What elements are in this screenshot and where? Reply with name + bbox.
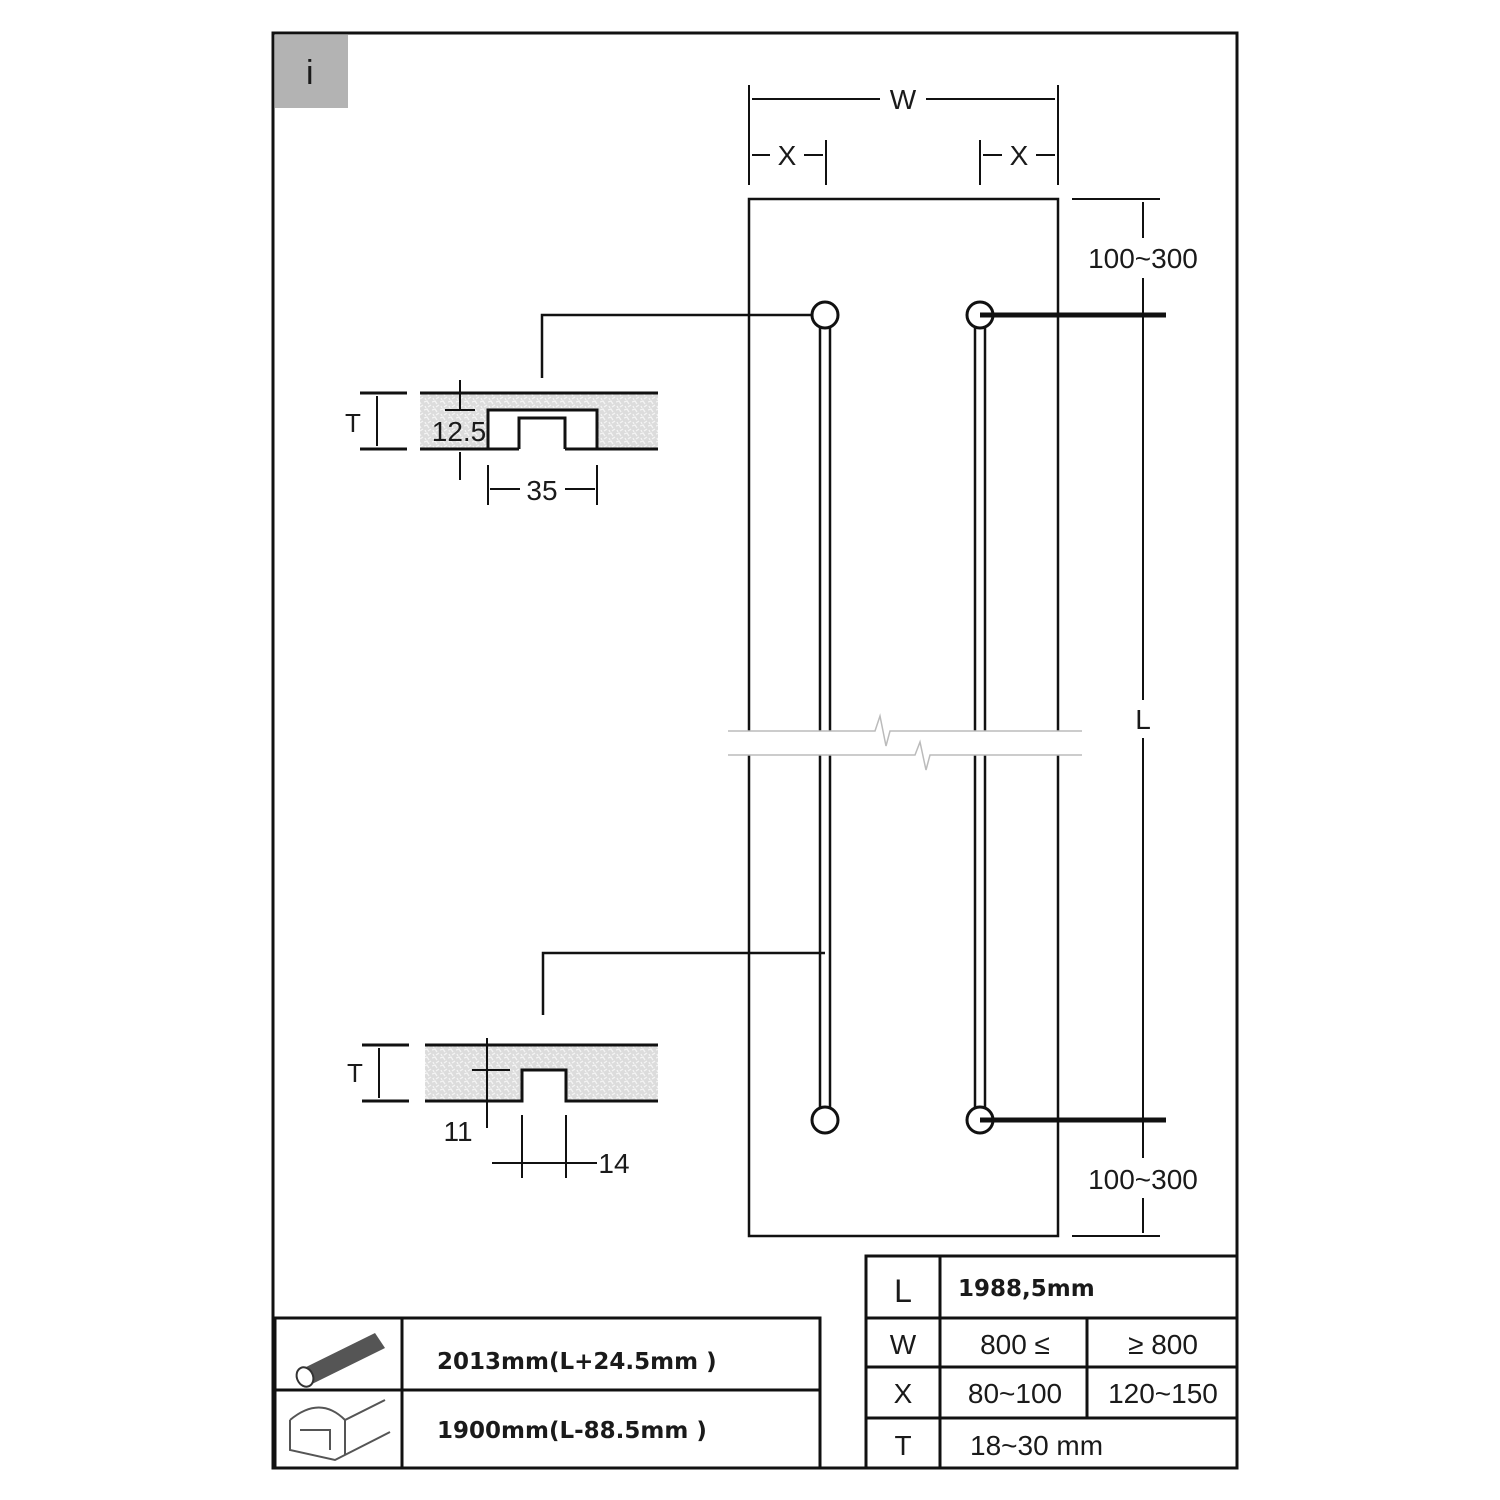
spec-W-value-1: 800 ≤ — [980, 1329, 1050, 1360]
spec-table — [864, 1254, 1239, 1470]
spec-X-label: X — [894, 1378, 913, 1409]
x-left-label: X — [778, 140, 797, 171]
parts-row-1-value: 2013mm(L+24.5mm ) — [437, 1349, 717, 1375]
section-bottom-depth: 11 — [443, 1116, 472, 1147]
spec-L-value: 1988,5mm — [958, 1276, 1095, 1302]
section-bottom: T 11 14 — [347, 1038, 658, 1179]
parts-row-2-value: 1900mm(L-88.5mm ) — [437, 1418, 707, 1444]
section-top: T 12.5 35 — [345, 380, 658, 506]
spec-X-value-2: 120~150 — [1108, 1378, 1218, 1409]
info-badge-label: i — [306, 54, 314, 92]
parts-table — [273, 1316, 822, 1470]
break-line — [728, 713, 1082, 771]
door-panel — [747, 197, 1060, 1238]
width-dimension — [748, 85, 1059, 185]
section-bottom-thickness: T — [347, 1058, 363, 1088]
spec-W-label: W — [890, 1329, 917, 1360]
top-offset-label: 100~300 — [1088, 243, 1198, 274]
spec-W-value-2: ≥ 800 — [1128, 1329, 1198, 1360]
length-label: L — [1135, 704, 1151, 735]
aluminium-profile-icon — [289, 1399, 391, 1462]
threaded-rod-icon — [295, 1333, 385, 1388]
section-bottom-width: 14 — [598, 1148, 629, 1179]
spec-T-value: 18~30 mm — [970, 1430, 1103, 1461]
spec-X-value-1: 80~100 — [968, 1378, 1062, 1409]
section-top-thickness: T — [345, 408, 361, 438]
bottom-offset-label: 100~300 — [1088, 1164, 1198, 1195]
info-badge — [275, 35, 348, 108]
leader-bottom — [541, 951, 825, 1015]
rod-left — [810, 300, 840, 1135]
section-top-depth: 12.5 — [432, 416, 487, 447]
spec-T-label: T — [894, 1430, 911, 1461]
width-label: W — [890, 84, 917, 115]
length-dimension — [1072, 198, 1160, 1237]
leader-top — [540, 313, 812, 378]
rod-right — [965, 300, 1166, 1135]
section-top-width: 35 — [526, 475, 557, 506]
x-right-label: X — [1010, 140, 1029, 171]
spec-L-label: L — [894, 1273, 912, 1309]
